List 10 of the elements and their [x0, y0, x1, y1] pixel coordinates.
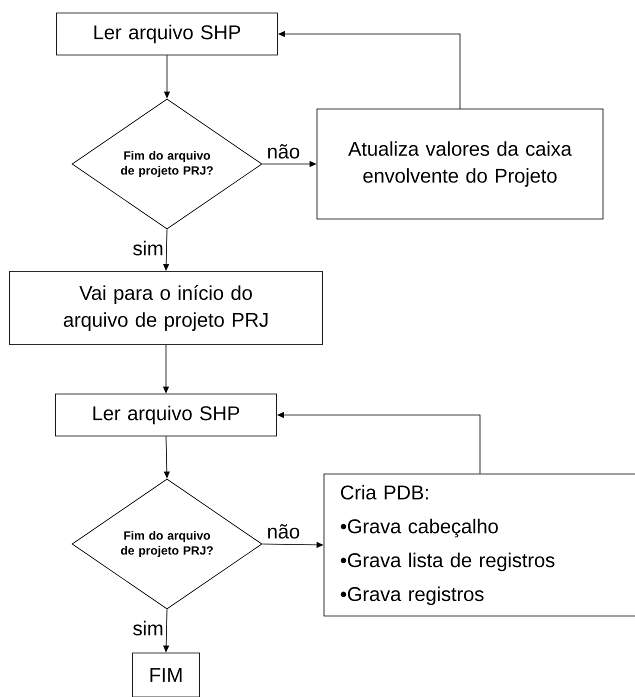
edge-label: sim	[132, 620, 165, 636]
edge-label: não	[266, 143, 302, 160]
process-box: Ler arquivo SHP	[56, 12, 278, 56]
process-box: Cria PDB: •Grava cabeçalho •Grava lista de registros •Grava registros	[324, 474, 635, 616]
process-box: Atualiza valores da caixa envolvente do Projeto	[316, 108, 604, 220]
edge-label: não	[266, 523, 302, 540]
process-box: Vai para o início do arquivo de projeto PRJ	[9, 271, 323, 345]
process-box: Ler arquivo SHP	[55, 394, 277, 436]
terminal-box: FIM	[132, 652, 200, 697]
edge-label: sim	[132, 240, 165, 256]
